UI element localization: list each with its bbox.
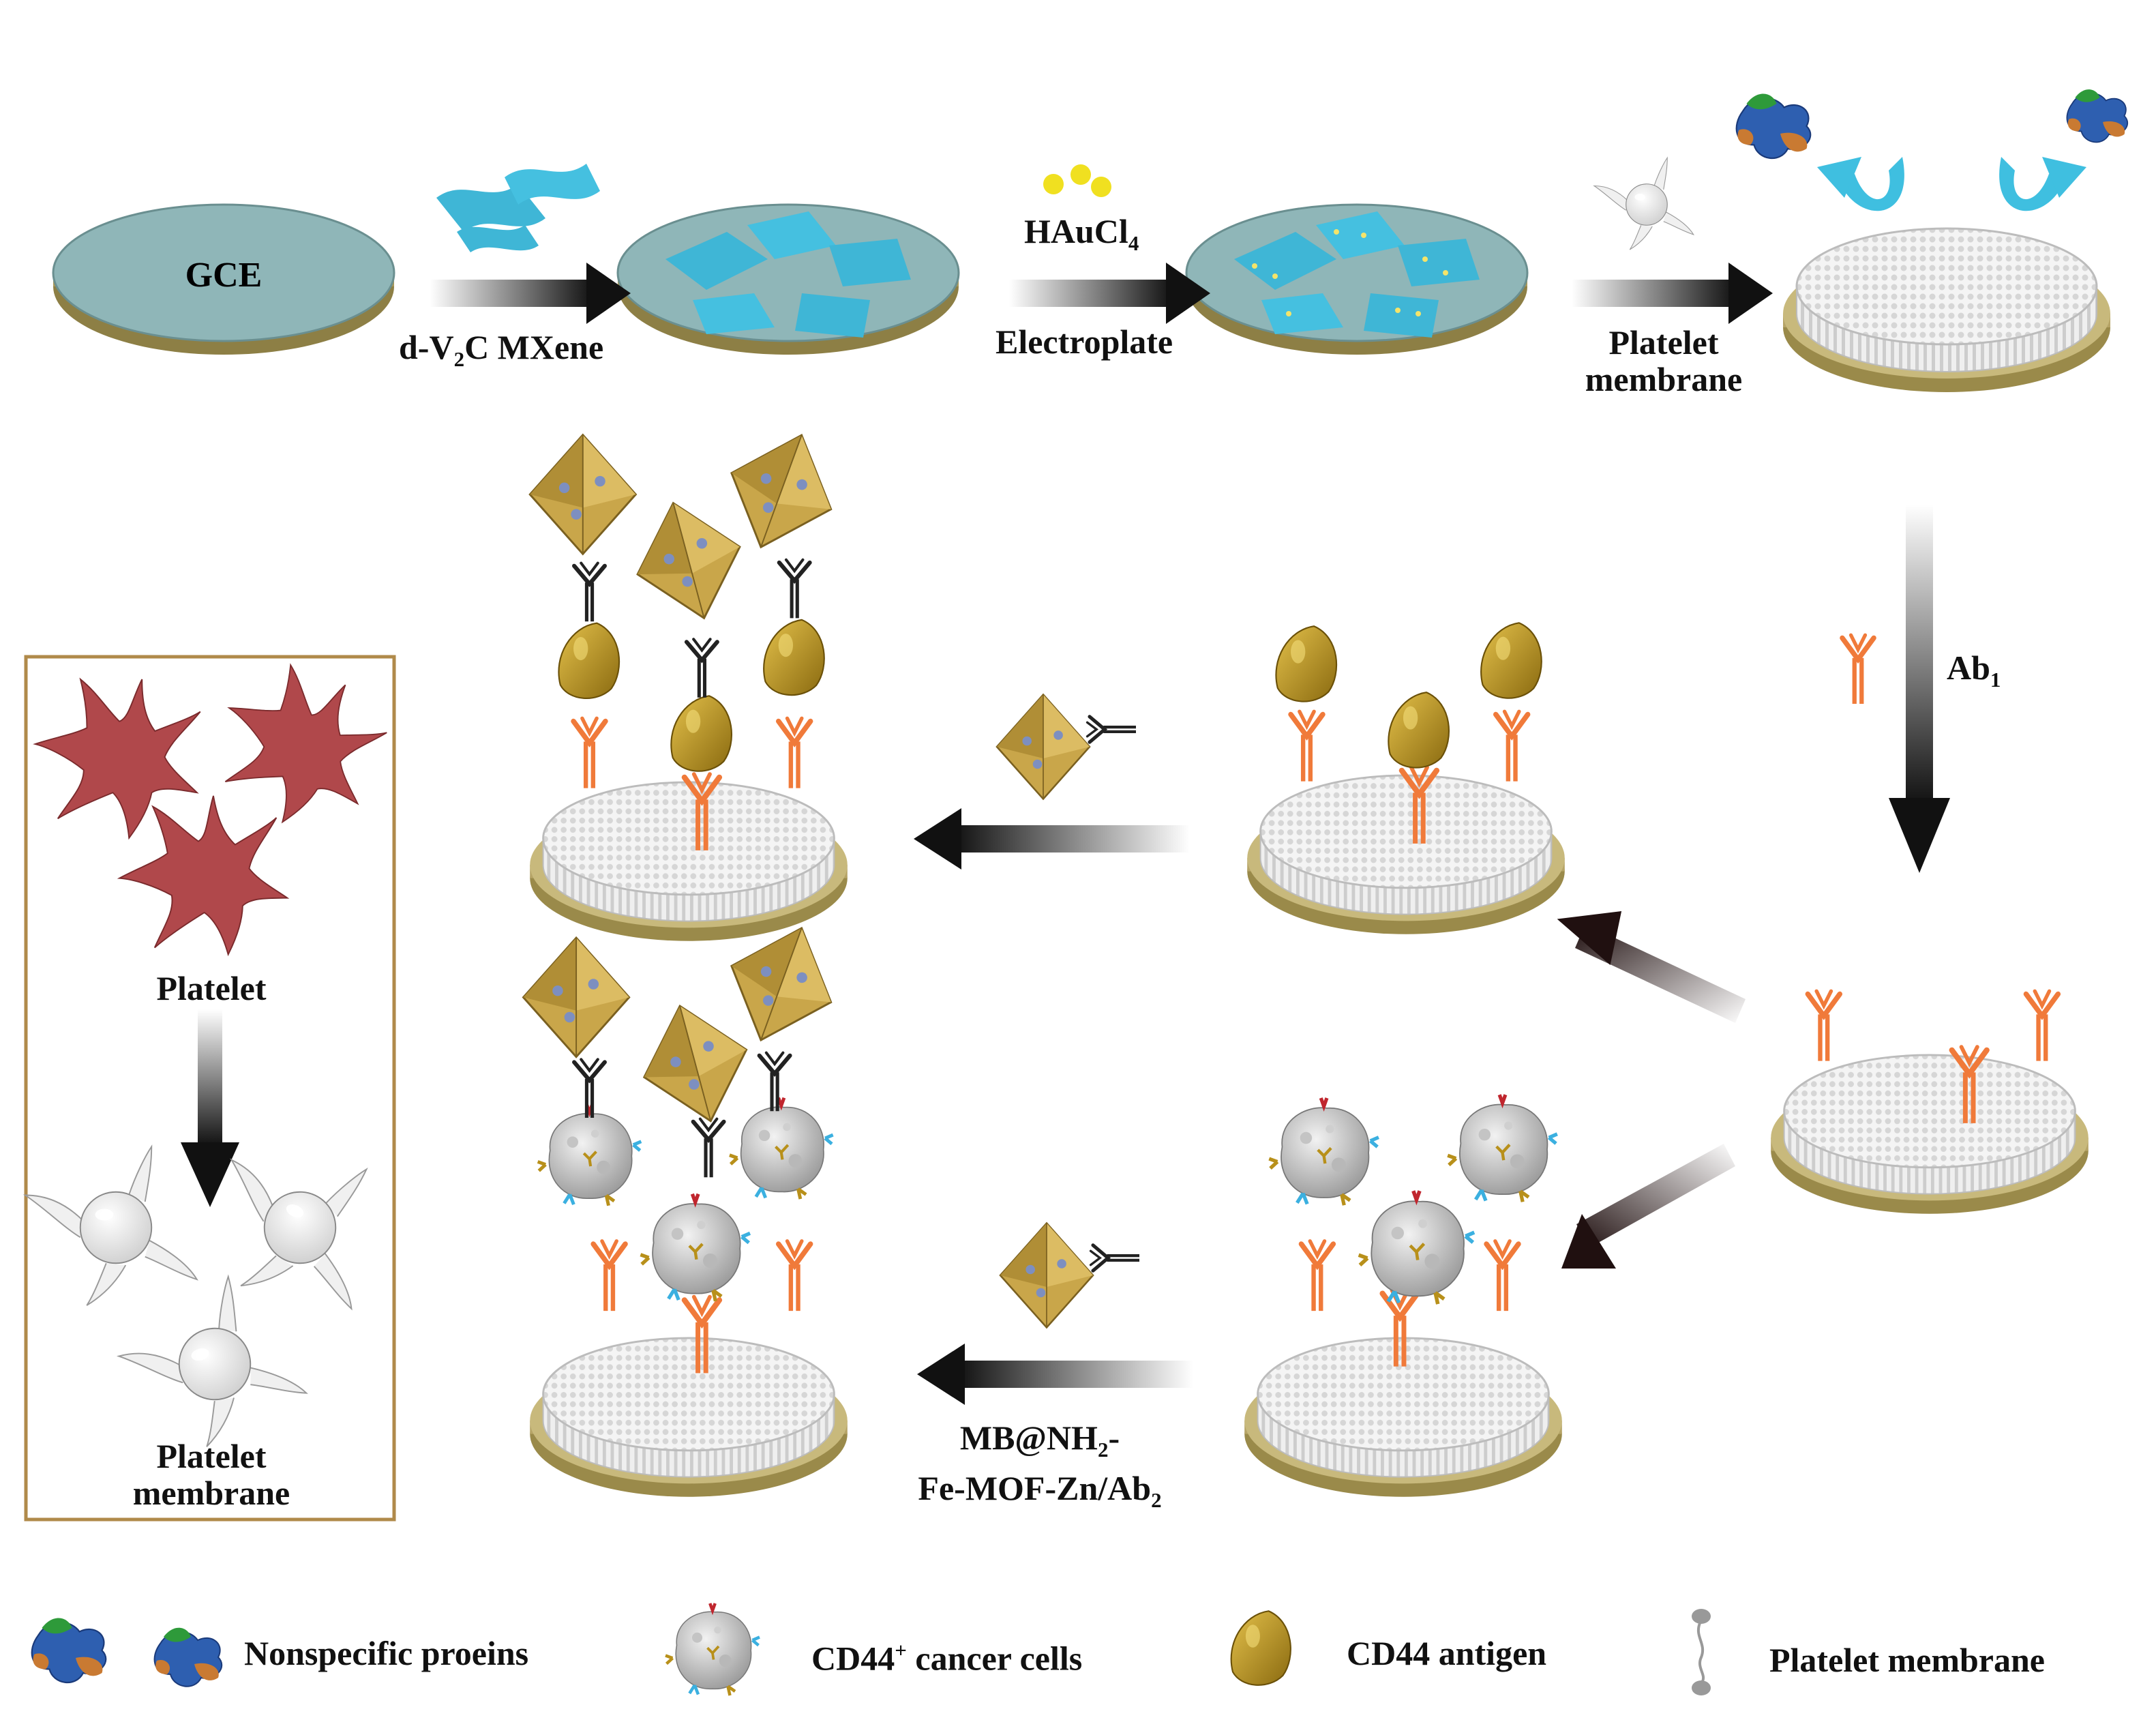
step2-top-label: HAuCl4 <box>1024 211 1139 256</box>
legend-cell-icon <box>665 1603 760 1695</box>
antigen-captured-electrode <box>1246 622 1566 936</box>
step3-label-line2: membrane <box>1585 360 1743 398</box>
step2-top-pre: HAuCl <box>1024 212 1128 250</box>
arrow-to-antigen-branch <box>1557 910 1746 1023</box>
step3-label-line1: Platelet <box>1608 323 1719 361</box>
legend-protein-icon-2 <box>153 1627 223 1687</box>
au-mxene-electrode <box>1185 203 1529 356</box>
legend-membrane-label: Platelet membrane <box>1769 1641 2046 1679</box>
step5-line2-sub: 2 <box>1151 1487 1162 1512</box>
inset-membrane-line1: Platelet <box>156 1437 267 1475</box>
legend-cells-pre: CD44 <box>811 1639 895 1678</box>
step2-top-sub: 4 <box>1128 231 1139 255</box>
arrow-to-cell-branch <box>1561 1144 1735 1269</box>
step1-label: d-V2C MXene <box>399 327 603 372</box>
legend-protein-icon-1 <box>31 1617 107 1684</box>
arrow-step3 <box>1572 263 1773 324</box>
step4-label-sub: 1 <box>1990 667 2001 692</box>
legend-cells-label: CD44+ cancer cells <box>811 1638 1082 1678</box>
cell-captured-electrode <box>1243 1095 1563 1498</box>
vesicle-icon-1 <box>25 1146 198 1306</box>
arrow-step1 <box>430 263 631 324</box>
step5-label: MB@NH2- Fe-MOF-Zn/Ab2 <box>918 1419 1161 1519</box>
platelet-icon-2 <box>198 649 398 846</box>
platelet-membrane-electrode <box>1782 227 2112 394</box>
vesicle-icon-3 <box>105 1264 314 1464</box>
protein-cluster-left-icon <box>1735 93 1812 160</box>
repel-arrow-left-icon <box>1817 157 1904 211</box>
step2-bottom-label: Electroplate <box>995 323 1173 361</box>
mxene-modified-electrode <box>616 203 960 356</box>
mxene-flakes-icon <box>436 164 600 252</box>
au-nanoparticles-icon <box>1043 164 1111 197</box>
step5-label-line2: Fe-MOF-Zn/Ab2 <box>918 1469 1161 1519</box>
ab1-icon <box>1842 635 1874 704</box>
step5-line1-pre: MB@NH <box>959 1419 1098 1457</box>
step5-line2-pre: Fe-MOF-Zn/Ab <box>918 1468 1152 1507</box>
step4-label-pre: Ab <box>1947 649 1990 687</box>
legend-membrane-icon <box>1692 1609 1711 1695</box>
step5-line1-post: - <box>1108 1419 1120 1457</box>
cell-sandwich-electrode <box>522 908 853 1498</box>
step5-line1-sub: 2 <box>1097 1437 1109 1462</box>
legend-cells-post: cancer cells <box>906 1639 1083 1678</box>
step1-label-post: C MXene <box>464 328 604 366</box>
arrow-step5-upper <box>914 808 1190 870</box>
inset-membrane-line2: membrane <box>132 1474 290 1512</box>
legend-proteins-label: Nonspecific proeins <box>244 1634 529 1672</box>
step4-label: Ab1 <box>1947 648 2001 692</box>
mof-ab2-probe-lower <box>999 1222 1139 1329</box>
arrow-step2 <box>1009 263 1210 324</box>
step3-label: Platelet membrane <box>1585 324 1743 398</box>
step1-label-sub: 2 <box>453 346 465 371</box>
platelet-membrane-vesicle-icon <box>1593 157 1694 250</box>
gce-label: GCE <box>185 256 263 295</box>
antigen-sandwich-electrode <box>528 416 853 943</box>
step5-label-line1: MB@NH2- <box>918 1419 1161 1469</box>
mof-ab2-probe-upper <box>995 694 1136 800</box>
legend-cells-sup: + <box>895 1638 907 1662</box>
legend-antigen-icon <box>1230 1610 1291 1686</box>
platelet-icon-1 <box>34 679 201 839</box>
ab1-electrode <box>1769 991 2090 1215</box>
repel-arrow-right-icon <box>1999 157 2086 211</box>
inset-platelet-label: Platelet <box>156 969 267 1007</box>
arrow-step5-lower <box>917 1344 1193 1405</box>
arrow-step4-down <box>1889 505 1950 873</box>
arrow-inset-down <box>181 1009 239 1207</box>
legend-antigen-label: CD44 antigen <box>1347 1634 1547 1672</box>
inset-box <box>24 655 396 1522</box>
inset-membrane-label: Platelet membrane <box>133 1438 290 1511</box>
step1-label-pre: d-V <box>399 328 454 366</box>
protein-cluster-right-icon <box>2066 89 2129 143</box>
